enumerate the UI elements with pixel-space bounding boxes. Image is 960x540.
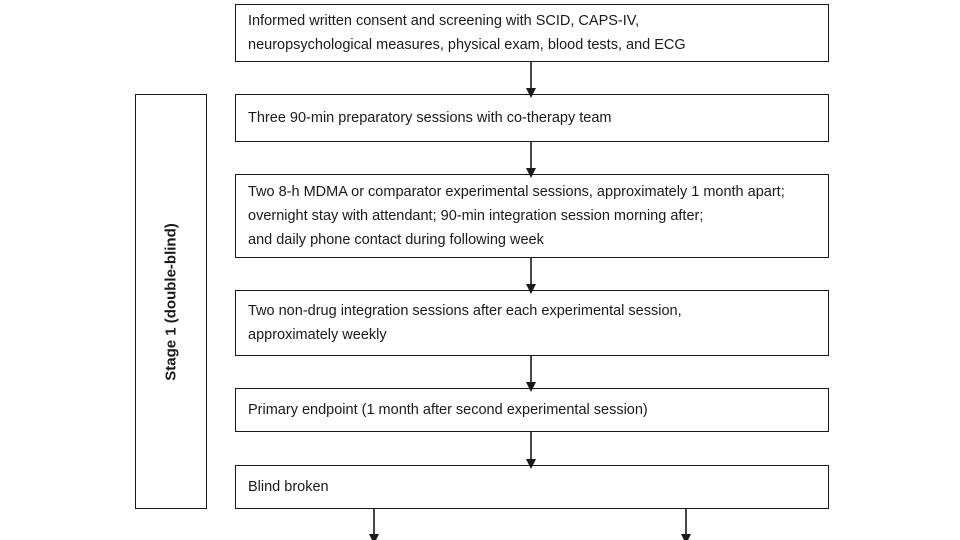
step-experimental-sessions-text: Two 8-h MDMA or comparator experimental … <box>248 184 785 248</box>
step-primary-endpoint-text: Primary endpoint (1 month after second e… <box>248 402 648 418</box>
step-integration-sessions-text: Two non-drug integration sessions after … <box>248 303 682 343</box>
step-consent-screening: Informed written consent and screening w… <box>235 4 829 62</box>
step-blind-broken: Blind broken <box>235 465 829 509</box>
step-experimental-sessions: Two 8-h MDMA or comparator experimental … <box>235 174 829 258</box>
step-preparatory-sessions: Three 90-min preparatory sessions with c… <box>235 94 829 142</box>
step-preparatory-sessions-text: Three 90-min preparatory sessions with c… <box>248 110 612 126</box>
step-consent-screening-text: Informed written consent and screening w… <box>248 13 686 53</box>
stage-1-bracket: Stage 1 (double-blind) <box>135 94 207 509</box>
step-blind-broken-text: Blind broken <box>248 479 329 495</box>
step-integration-sessions: Two non-drug integration sessions after … <box>235 290 829 356</box>
